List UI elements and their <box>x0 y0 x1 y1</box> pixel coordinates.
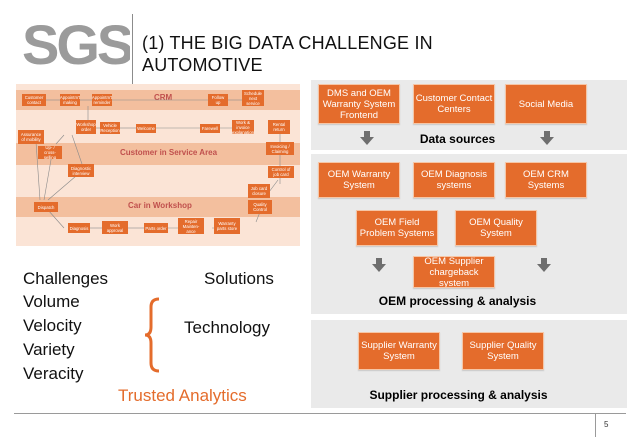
solutions-header: Solutions <box>204 269 274 288</box>
supplier-quality-system: Supplier Quality System <box>462 332 544 370</box>
crm-box-rental-return: Rental return <box>268 120 290 134</box>
crm-box-diagnostic-interview: Diagnostic interview <box>68 164 94 177</box>
crm-box-appointment-reminder: Appointm't reminder <box>92 94 112 106</box>
oem-field-problem-systems: OEM Field Problem Systems <box>356 210 438 246</box>
header-divider <box>132 14 133 86</box>
oem-quality-system: OEM Quality System <box>455 210 537 246</box>
crm-box-welcome: Welcome <box>136 124 156 133</box>
crm-box-control-of-job-card: Control of job card <box>268 166 294 178</box>
workshop-band-label: Car in Workshop <box>128 201 192 210</box>
supplier-warranty-system: Supplier Warranty System <box>358 332 440 370</box>
challenge-velocity: Velocity <box>23 316 82 335</box>
crm-box-repair-maintenance: Repair Mainten-ance <box>178 218 204 234</box>
service-band-label: Customer in Service Area <box>120 148 218 157</box>
crm-box-assurance-of-mobility: Assurance of mobility <box>18 130 44 144</box>
crm-box-appointment-making: Appointm't making <box>60 94 80 106</box>
arrow-down-icon <box>537 258 551 272</box>
source-dms-oem-warranty: DMS and OEM Warranty System Frontend <box>318 84 400 124</box>
service-area-band <box>16 143 300 165</box>
crm-box-work-approval: Work approval <box>102 221 128 234</box>
crm-box-up-cross-selling: Up- / cross-selling <box>38 146 62 159</box>
crm-band-label: CRM <box>154 93 173 102</box>
crm-box-dispatch: Dispatch <box>34 202 58 212</box>
supplier-processing-label: Supplier processing & analysis <box>369 388 548 402</box>
crm-box-customer-contact: Customer contact <box>22 94 46 106</box>
crm-box-warranty-parts-store: Warranty parts store <box>214 218 240 234</box>
challenge-volume: Volume <box>23 292 80 311</box>
oem-processing-label: OEM processing & analysis <box>378 294 537 308</box>
page-number-divider <box>595 413 596 437</box>
solution-technology: Technology <box>184 318 271 337</box>
crm-box-diagnosis: Diagnosis <box>68 223 90 233</box>
crm-box-vehicle-reception: Vehicle Reception <box>100 122 120 134</box>
crm-process-diagram: CRM Customer in Service Area Car in Work… <box>16 84 300 246</box>
slide-title: (1) THE BIG DATA CHALLENGE IN AUTOMOTIVE <box>142 33 433 75</box>
brace-icon <box>145 297 160 373</box>
arrow-down-icon <box>372 258 386 272</box>
crm-box-parts-order: Parts order <box>144 223 168 233</box>
crm-box-workshop-order: Workshop order <box>76 120 96 134</box>
trusted-analytics: Trusted Analytics <box>118 386 247 405</box>
arrow-down-icon <box>540 131 554 145</box>
oem-crm-systems: OEM CRM Systems <box>505 162 587 198</box>
crm-box-farewell: Farewell <box>200 124 220 133</box>
data-sources-label: Data sources <box>419 132 496 146</box>
crm-box-schedule-next-service: Schedule next service <box>242 90 264 106</box>
arrow-down-icon <box>360 131 374 145</box>
challenge-variety: Variety <box>23 340 75 359</box>
oem-supplier-chargeback-system: OEM Supplier chargeback system <box>413 256 495 288</box>
crm-box-quality-control: Quality Control <box>248 200 272 214</box>
source-social-media: Social Media <box>505 84 587 124</box>
workshop-band <box>16 197 300 217</box>
process-connectors <box>35 99 281 229</box>
crm-box-follow-up: Follow up <box>208 94 228 106</box>
crm-box-invoicing-claiming: Invoicing / Claiming <box>266 142 294 155</box>
footer-divider <box>14 413 626 414</box>
svg-text:SGS: SGS <box>22 14 130 72</box>
crm-box-job-card-closure: Job card closure <box>248 184 270 198</box>
oem-diagnosis-systems: OEM Diagnosis systems <box>413 162 495 198</box>
crm-box-work-invoice-explanation: Work & invoice explanation <box>232 120 254 134</box>
challenges-header: Challenges <box>23 269 109 288</box>
oem-warranty-system: OEM Warranty System <box>318 162 400 198</box>
source-customer-contact-centers: Customer Contact Centers <box>413 84 495 124</box>
sgs-logo: SGS <box>22 14 130 72</box>
page-number: 5 <box>604 420 609 429</box>
challenge-veracity: Veracity <box>23 364 84 383</box>
